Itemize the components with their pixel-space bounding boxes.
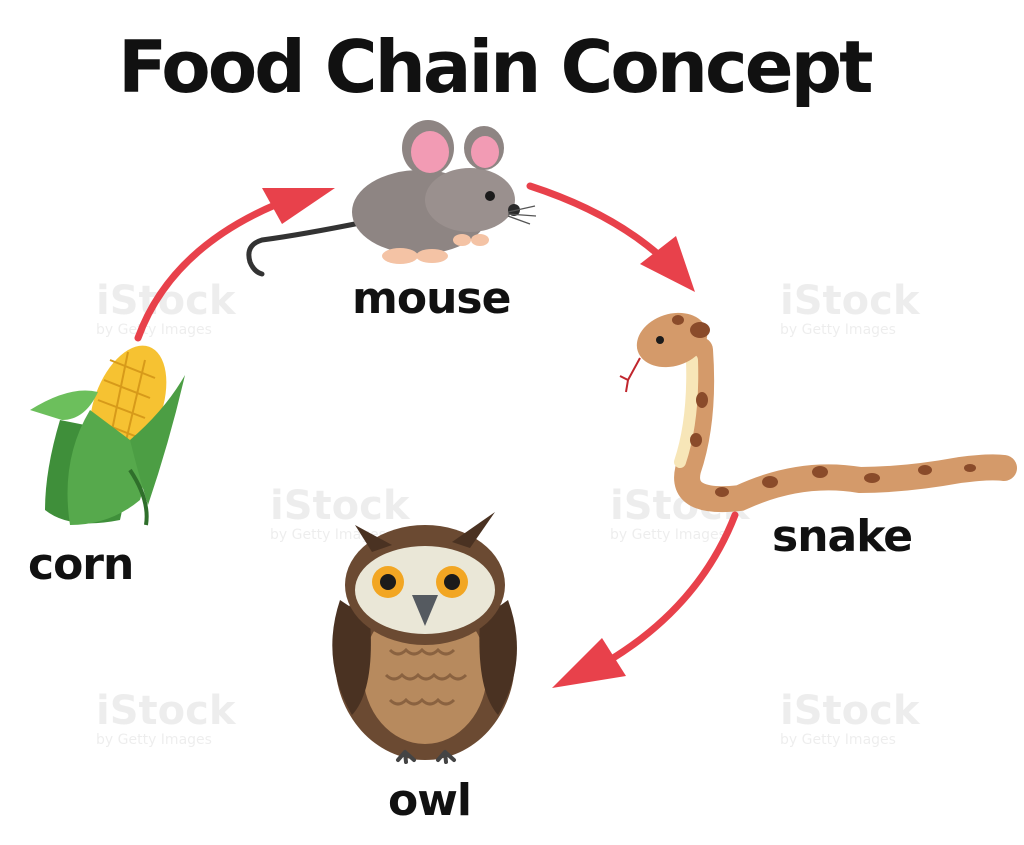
label-owl: owl (388, 775, 472, 826)
snake-illustration (619, 312, 1017, 513)
label-mouse: mouse (352, 273, 511, 324)
corn-illustration (30, 345, 185, 526)
arrow-snake-to-owl (552, 511, 739, 688)
mouse-illustration (246, 120, 537, 277)
label-snake: snake (772, 511, 913, 562)
diagram-title: Food Chain Concept (118, 25, 874, 109)
label-corn: corn (28, 539, 134, 590)
owl-illustration (332, 512, 517, 764)
arrow-corn-to-mouse (134, 188, 335, 342)
arrow-mouse-to-snake (526, 182, 695, 292)
